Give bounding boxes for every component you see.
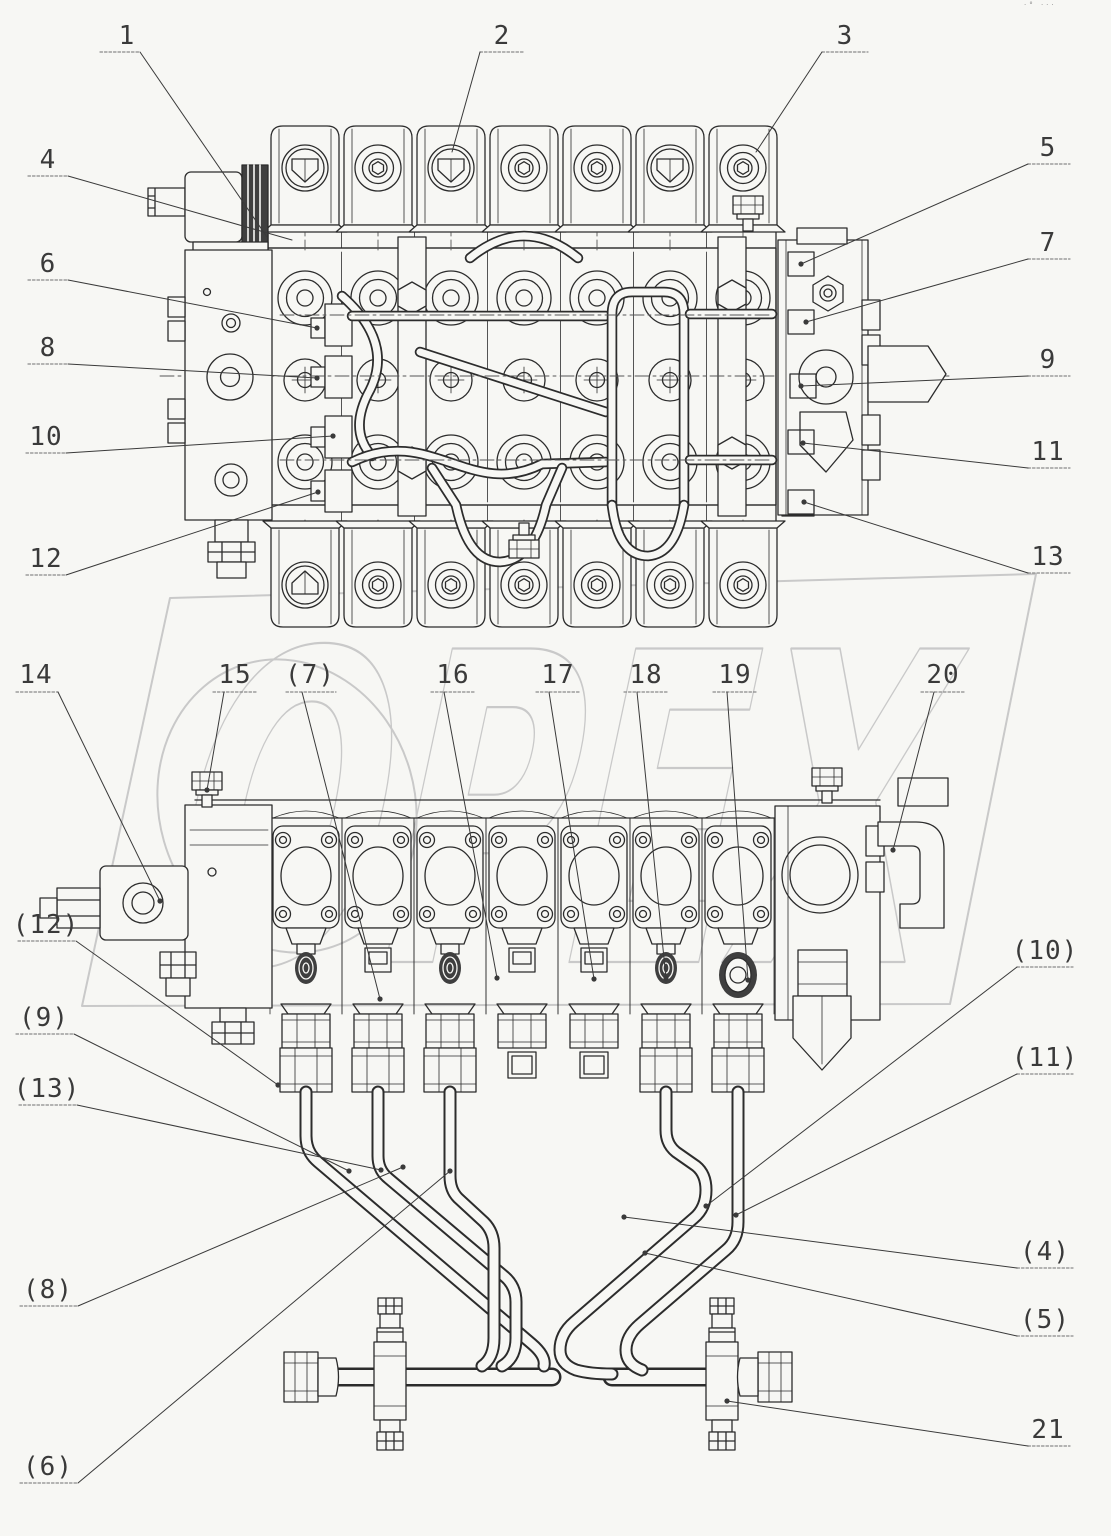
callout-label-15: 15	[218, 660, 252, 690]
inlet-section-top	[167, 249, 273, 579]
leader-dot-14	[157, 898, 163, 904]
outlet-section-top	[777, 227, 947, 516]
leader-dot-8	[314, 375, 320, 381]
callout-label-p12: (12)	[12, 910, 80, 940]
leader-dot-11	[800, 440, 806, 446]
leader-dot-17	[591, 976, 597, 982]
leader-dot-p7	[377, 996, 383, 1002]
leader-dot-p12	[275, 1082, 281, 1088]
callout-label-19: 19	[718, 660, 752, 690]
steel-pipes	[283, 1085, 793, 1451]
callout-label-p13: (13)	[13, 1074, 81, 1104]
corner-mark: ·° ···	[1024, 1, 1057, 9]
leader-dot-p5	[642, 1250, 648, 1256]
callout-label-3: 3	[836, 21, 854, 51]
callout-label-2: 2	[493, 21, 511, 51]
leader-dot-7	[803, 319, 809, 325]
leader-dot-10	[330, 433, 336, 439]
callout-label-1: 1	[118, 21, 136, 51]
leader-dot-p10	[703, 1203, 709, 1209]
callout-label-8: 8	[39, 333, 57, 363]
leader-dot-19	[745, 977, 751, 983]
callout-label-16: 16	[436, 660, 470, 690]
leader-dot-6	[314, 325, 320, 331]
leader-dot-13	[801, 499, 807, 505]
solenoid-valve	[147, 164, 269, 257]
callout-label-20: 20	[926, 660, 960, 690]
leader-dot-16	[494, 975, 500, 981]
callout-leaders	[15, 51, 1074, 1484]
callout-label-14: 14	[19, 660, 53, 690]
callout-label-p10: (10)	[1011, 936, 1079, 966]
leader-dot-p6	[447, 1168, 453, 1174]
callout-label-p8: (8)	[23, 1275, 73, 1305]
callout-label-13: 13	[1031, 542, 1065, 572]
callout-label-p4: (4)	[1020, 1237, 1070, 1267]
callout-label-p5: (5)	[1020, 1305, 1070, 1335]
callout-label-p6: (6)	[23, 1452, 73, 1482]
leader-dot-p8	[400, 1164, 406, 1170]
callout-label-p7: (7)	[285, 660, 335, 690]
leader-dot-9	[798, 383, 804, 389]
callout-label-21: 21	[1031, 1415, 1065, 1445]
leader-dot-p11	[733, 1212, 739, 1218]
callout-label-4: 4	[39, 145, 57, 175]
leader-dot-15	[204, 787, 210, 793]
inlet-section-front	[39, 804, 273, 1045]
callout-label-10: 10	[29, 422, 63, 452]
front-assembly-view	[39, 767, 949, 1093]
callout-label-p11: (11)	[1011, 1043, 1079, 1073]
leader-dot-5	[798, 261, 804, 267]
callout-label-6: 6	[39, 249, 57, 279]
leader-dot-p13	[378, 1167, 384, 1173]
leader-dot-p9	[346, 1168, 352, 1174]
callout-label-17: 17	[541, 660, 575, 690]
leader-dot-12	[315, 489, 321, 495]
callout-label-5: 5	[1039, 133, 1057, 163]
callout-label-11: 11	[1031, 437, 1065, 467]
callout-label-7: 7	[1039, 228, 1057, 258]
callout-label-9: 9	[1039, 345, 1057, 375]
leader-dot-21	[724, 1398, 730, 1404]
top-assembly-view	[147, 125, 953, 628]
leader-dot-20	[890, 847, 896, 853]
callout-label-p9: (9)	[19, 1003, 69, 1033]
leader-dot-p4	[621, 1214, 627, 1220]
leader-dot-18	[663, 975, 669, 981]
callout-label-12: 12	[29, 544, 63, 574]
outlet-section-front	[774, 777, 949, 1071]
callout-label-18: 18	[629, 660, 663, 690]
